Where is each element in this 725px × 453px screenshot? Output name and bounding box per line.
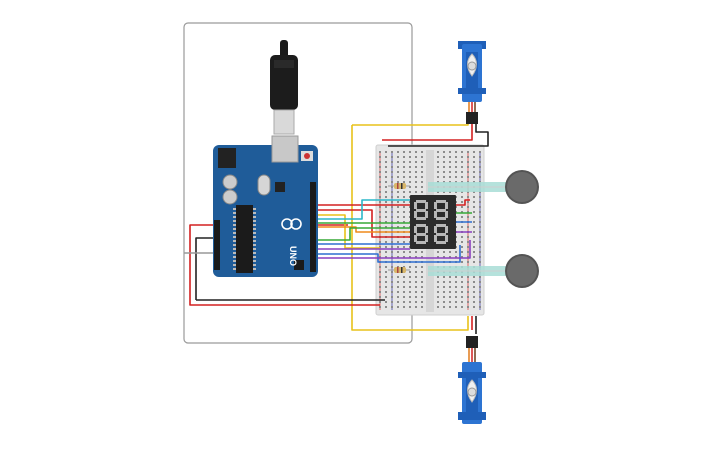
segment: [434, 226, 437, 233]
segment: [416, 217, 426, 220]
board-name: UNO: [288, 246, 298, 266]
wire-red-top: [382, 118, 473, 141]
wire-black-gnd: [195, 237, 214, 300]
seg-digits: [414, 200, 448, 244]
segment: [436, 217, 446, 220]
segment: [414, 235, 417, 242]
segment: [436, 241, 446, 244]
fsr-top[interactable]: [505, 170, 539, 204]
analog-header: [214, 220, 220, 270]
arduino-logo: [281, 218, 302, 230]
fsr-top-leads: [428, 182, 508, 192]
resistor-top[interactable]: [388, 183, 410, 189]
wire-cyan-d: [317, 199, 410, 220]
segment: [414, 211, 417, 218]
segment: [425, 235, 428, 242]
wire-purple-d2: [317, 240, 471, 259]
usb-port: [271, 135, 299, 163]
segment: [445, 202, 448, 209]
fsr-bottom[interactable]: [505, 254, 539, 288]
atmega-chip: [236, 205, 253, 273]
segment: [414, 226, 417, 233]
servo-bottom[interactable]: [458, 336, 486, 424]
segment: [436, 224, 446, 227]
segment: [434, 202, 437, 209]
wire-black-top: [388, 118, 489, 147]
segment: [425, 211, 428, 218]
segment: [445, 211, 448, 218]
wire-red-r: [455, 199, 470, 206]
wire-blue-d2: [317, 245, 461, 263]
arduino-board[interactable]: UNO: [213, 135, 318, 277]
digital-header: [310, 182, 316, 272]
segment: [425, 202, 428, 209]
segment: [434, 211, 437, 218]
segment: [436, 209, 446, 212]
segment: [416, 224, 426, 227]
segment: [436, 233, 446, 236]
segment: [416, 209, 426, 212]
power-jack: [218, 148, 236, 168]
segment: [414, 202, 417, 209]
segment: [445, 235, 448, 242]
segment: [416, 241, 426, 244]
usb-cable[interactable]: [270, 40, 298, 135]
servo-top[interactable]: [458, 41, 486, 124]
segment: [416, 233, 426, 236]
wire-red-main: [189, 245, 380, 306]
wire-yellow-d: [317, 214, 380, 249]
seven-segment-display[interactable]: [410, 195, 456, 249]
segment: [445, 226, 448, 233]
fsr-bottom-leads: [428, 266, 508, 276]
segment: [416, 200, 426, 203]
wire-green-d2: [317, 227, 410, 241]
segment: [434, 235, 437, 242]
segment: [425, 226, 428, 233]
wire-orange-d: [317, 226, 410, 233]
segment: [436, 200, 446, 203]
resistor-bottom[interactable]: [388, 267, 410, 273]
